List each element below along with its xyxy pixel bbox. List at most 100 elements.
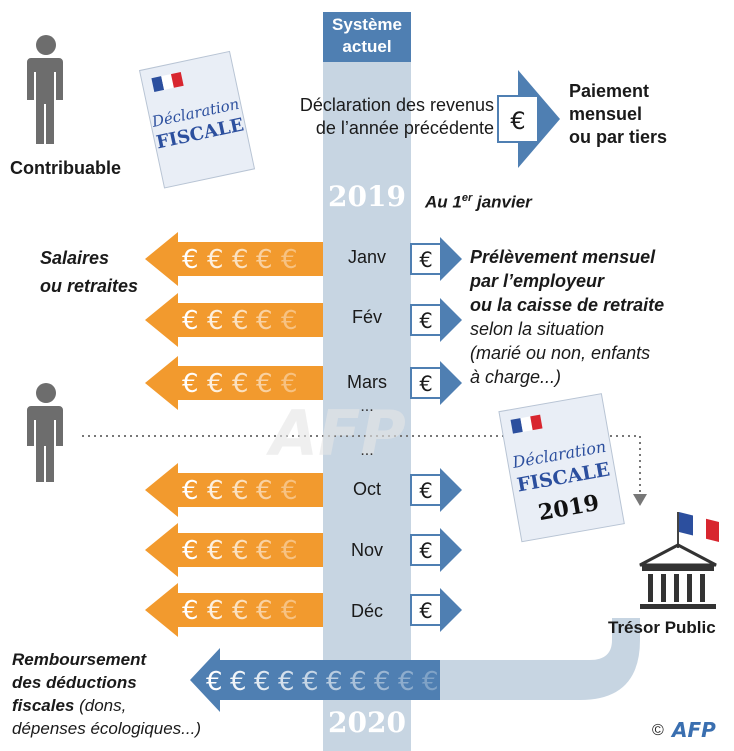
month-label: Nov: [350, 540, 383, 560]
euro-symbol: €: [207, 245, 224, 275]
euro-symbol: €: [207, 536, 224, 566]
ellipsis: ...: [360, 398, 374, 415]
afp-logo: AFP: [672, 718, 716, 742]
salaries-label: Salaires ou retraites: [40, 244, 170, 300]
payment-arrow: €: [497, 70, 560, 168]
column-title-line2: actuel: [342, 37, 392, 56]
column-header: Système actuel: [323, 12, 411, 62]
dotted-connector-arrowhead: [633, 494, 647, 506]
refund-flow-band: [440, 618, 640, 700]
euro-symbol: €: [281, 306, 298, 336]
euro-symbol: €: [232, 369, 249, 399]
treasury-building-icon: [639, 512, 719, 609]
euro-symbol: €: [278, 667, 295, 697]
refund-line4: dépenses écologiques...): [12, 719, 202, 738]
salary-arrow: [145, 232, 323, 286]
euro-symbol: €: [207, 596, 224, 626]
refund-arrow: €€€€€€€€€€: [190, 648, 440, 712]
euro-symbol: €: [419, 309, 432, 333]
euro-symbol: €: [374, 667, 391, 697]
euro-symbol: €: [419, 539, 432, 563]
withholding-line5: (marié ou non, enfants: [470, 343, 651, 363]
month-label: Janv: [347, 247, 387, 267]
salary-arrow: [145, 293, 323, 347]
salary-arrow: [145, 523, 323, 577]
month-row: €€€€€€: [145, 523, 462, 577]
tax-form-icon: Déclaration FISCALE: [138, 50, 256, 189]
euro-symbol: €: [182, 476, 199, 506]
euro-symbol: €: [232, 476, 249, 506]
declaration-text: Déclaration des revenus de l’année précé…: [256, 94, 494, 140]
salary-arrow: [145, 356, 323, 410]
euro-symbol: €: [256, 596, 273, 626]
euro-symbol: €: [350, 667, 367, 697]
euro-box: [410, 534, 442, 566]
euro-symbol: €: [256, 245, 273, 275]
euro-symbol: €: [302, 667, 319, 697]
euro-symbol: €: [207, 476, 224, 506]
declaration-line2: de l’année précédente: [315, 118, 494, 138]
declaration-line1: Déclaration des revenus: [299, 95, 494, 115]
start-label-prefix: Au 1: [425, 192, 462, 212]
salary-arrow: [145, 463, 323, 517]
timeline-column: [323, 60, 411, 751]
withholding-line3: ou la caisse de retraite: [470, 295, 665, 315]
euro-symbol: €: [281, 596, 298, 626]
month-row: €€€€€€: [145, 583, 462, 637]
dotted-connector: [82, 435, 641, 498]
month-label: Oct: [352, 479, 381, 499]
euro-symbol: €: [256, 369, 273, 399]
monthly-rows: €€€€€€€€€€€€€€€€€€€€€€€€€€€€€€€€€€€€: [145, 232, 462, 637]
month-label: Mars: [347, 372, 387, 392]
withholding-line4: selon la situation: [470, 319, 605, 339]
start-label-suffix: janvier: [472, 192, 532, 212]
euro-symbol: €: [232, 245, 249, 275]
euro-symbol: €: [232, 306, 249, 336]
euro-symbol: €: [419, 479, 432, 503]
euro-symbol: €: [419, 248, 432, 272]
watermark: AFP: [265, 397, 406, 470]
euro-symbol: €: [256, 536, 273, 566]
year-end: 2020: [328, 706, 406, 739]
euro-symbol: €: [281, 369, 298, 399]
euro-symbol: €: [256, 306, 273, 336]
withholding-line2: par l’employeur: [470, 271, 605, 291]
contributor-label: Contribuable: [10, 158, 121, 178]
euro-symbol: €: [510, 107, 525, 135]
euro-symbol: €: [256, 476, 273, 506]
treasury-label: Trésor Public: [608, 618, 716, 637]
month-label: Déc: [350, 601, 383, 621]
euro-symbol: €: [419, 372, 432, 396]
start-label-sup: er: [461, 192, 473, 204]
withholding-title: Prélèvement mensuel par l’employeur ou l…: [470, 245, 720, 317]
month-row: €€€€€€: [145, 293, 462, 347]
euro-symbol: €: [254, 667, 271, 697]
salaries-line2: ou retraites: [40, 276, 139, 296]
euro-symbol: €: [182, 245, 199, 275]
withholding-line1: Prélèvement mensuel: [470, 247, 656, 267]
euro-box: [410, 243, 442, 275]
euro-symbol: €: [207, 306, 224, 336]
euro-symbol: €: [182, 596, 199, 626]
euro-box: [410, 367, 442, 399]
euro-symbol: €: [281, 245, 298, 275]
month-row: €€€€€€: [145, 463, 462, 517]
euro-box: [410, 474, 442, 506]
month-label: Fév: [351, 307, 382, 327]
euro-symbol: €: [419, 599, 432, 623]
copyright-symbol: ©: [652, 722, 664, 739]
month-row: €€€€€€: [145, 232, 462, 286]
payment-line2: mensuel: [569, 104, 643, 124]
salaries-line1: Salaires: [40, 248, 110, 268]
euro-symbol: €: [206, 667, 223, 697]
euro-symbol: €: [182, 536, 199, 566]
euro-symbol: €: [232, 596, 249, 626]
refund-line2: des déductions: [12, 673, 137, 692]
euro-symbol: €: [207, 369, 224, 399]
withholding-line6: à charge...): [470, 367, 562, 387]
euro-symbol: €: [281, 476, 298, 506]
payment-line3: ou par tiers: [569, 127, 668, 147]
month-row: €€€€€€: [145, 356, 462, 410]
year-start: 2019: [328, 180, 406, 213]
refund-line1: Remboursement: [12, 650, 147, 669]
